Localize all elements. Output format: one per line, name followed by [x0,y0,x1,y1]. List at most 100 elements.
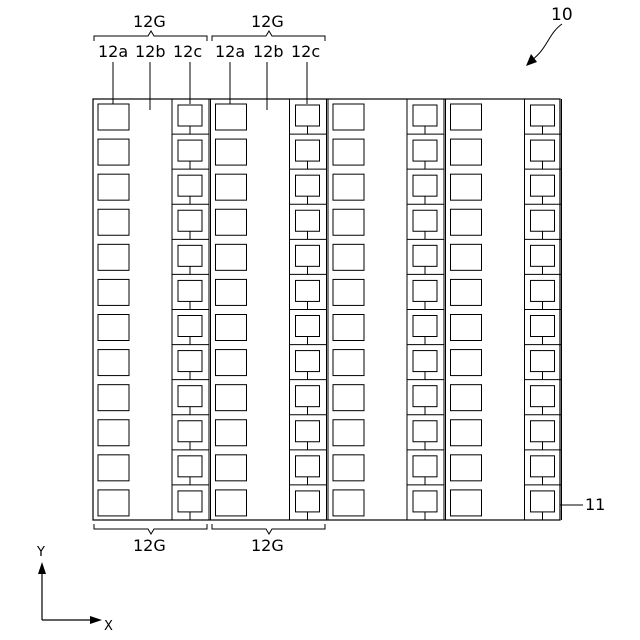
top-brace-2 [212,31,325,41]
element-12a [216,174,247,200]
element-12a [451,209,482,235]
element-12a [216,385,247,411]
element-12a [333,244,364,270]
element-12c [178,280,202,301]
element-12a [451,315,482,341]
element-12c [178,210,202,231]
element-12a [333,490,364,516]
element-12c [178,351,202,372]
element-12a [98,420,129,446]
element-12c [178,421,202,442]
column-group-4 [446,99,562,520]
element-12c [178,140,202,161]
bottom-group-label-2: 12G [251,536,284,555]
bottom-group-labels: 12G 12G [94,524,325,555]
substrate-label: 11 [585,495,605,514]
bottom-brace-2 [212,524,325,534]
element-12a [98,104,129,130]
element-12c [178,105,202,126]
element-12c [296,210,320,231]
element-12a [451,139,482,165]
element-12a [451,279,482,305]
x-axis-label: X [104,619,113,634]
element-12a [98,315,129,341]
element-12c [413,140,437,161]
top-sublabel-12a-2: 12a [215,42,245,61]
element-12c [413,421,437,442]
top-sublabel-12a-1: 12a [98,42,128,61]
element-12c [531,456,555,477]
column-group-2 [211,99,327,520]
element-12c [413,105,437,126]
element-12a [333,209,364,235]
element-12a [216,315,247,341]
element-12c [413,210,437,231]
element-12c [296,386,320,407]
figure-number: 10 [551,5,573,25]
element-12c [531,210,555,231]
element-12a [216,420,247,446]
element-12a [333,104,364,130]
element-12c [531,245,555,266]
element-12a [216,244,247,270]
element-12c [178,456,202,477]
bottom-brace-1 [94,524,207,534]
element-12a [98,174,129,200]
element-12c [413,386,437,407]
element-12a [98,279,129,305]
element-12a [451,490,482,516]
element-12c [296,280,320,301]
element-12a [451,420,482,446]
x-axis-arrowhead [90,616,102,624]
element-12c [531,316,555,337]
bottom-group-label-1: 12G [133,536,166,555]
element-12c [296,245,320,266]
element-12c [413,175,437,196]
element-12a [333,350,364,376]
top-group-label-1: 12G [133,12,166,31]
element-12a [98,455,129,481]
element-12c [296,421,320,442]
top-sublabel-12c-1: 12c [173,42,202,61]
axes: Y X [36,545,113,634]
element-12c [178,316,202,337]
element-12c [531,491,555,512]
figure-number-leader [532,24,562,60]
element-12c [413,280,437,301]
element-12c [531,280,555,301]
element-12c [296,316,320,337]
element-12a [216,209,247,235]
element-12c [531,175,555,196]
element-12c [531,421,555,442]
element-12c [296,456,320,477]
element-12c [178,245,202,266]
top-group-labels: 12G 12a 12b 12c 12G 12a 12b 12c [94,12,325,61]
column-group-1 [98,99,209,520]
element-12a [451,455,482,481]
element-12a [216,279,247,305]
element-12a [451,244,482,270]
element-12a [98,209,129,235]
element-12a [216,139,247,165]
element-12a [333,385,364,411]
top-group-label-2: 12G [251,12,284,31]
element-12a [98,139,129,165]
element-12c [413,245,437,266]
element-12a [333,139,364,165]
element-12c [413,456,437,477]
element-12a [98,350,129,376]
element-12c [531,386,555,407]
element-12c [296,140,320,161]
element-12a [333,174,364,200]
column-group-3 [328,99,444,520]
y-axis-label: Y [36,545,45,560]
element-12a [333,455,364,481]
element-12c [296,491,320,512]
element-12c [531,105,555,126]
element-12c [178,491,202,512]
element-12a [98,385,129,411]
element-12c [178,386,202,407]
element-12a [451,174,482,200]
element-12c [413,316,437,337]
